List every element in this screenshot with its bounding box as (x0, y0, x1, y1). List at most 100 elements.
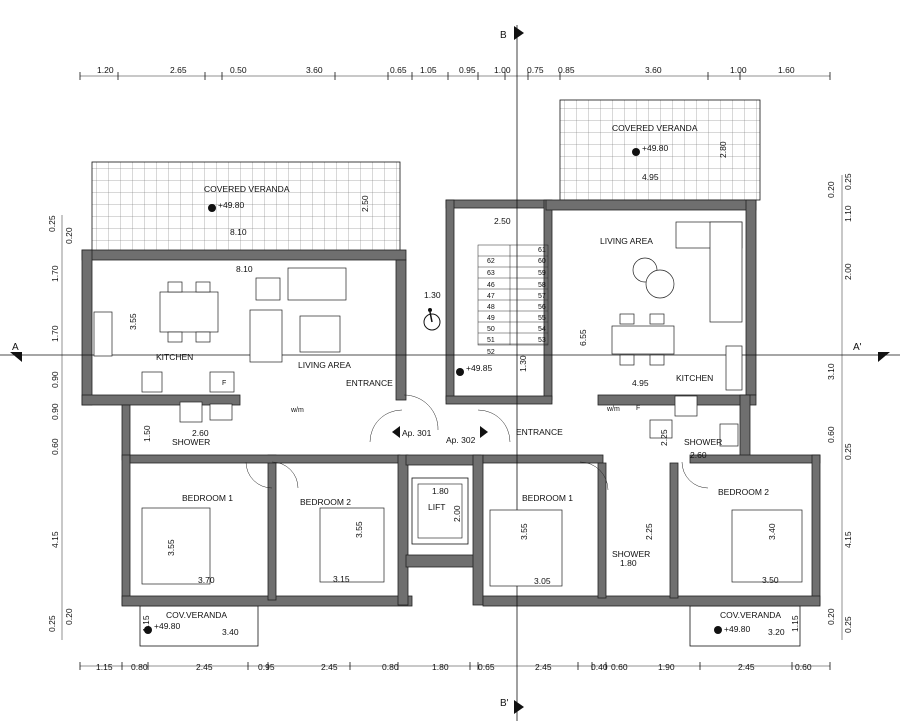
left-dim-3: 1.70 (50, 265, 60, 282)
stair-num: 51 (487, 337, 495, 344)
bottom-dim-9: 2.45 (535, 662, 552, 672)
right-dim-7: 0.25 (843, 443, 853, 460)
label-living-right: LIVING AREA (600, 236, 653, 246)
stair-numbers: 62 63 46 47 48 49 50 51 52 61 60 59 58 5… (487, 247, 546, 356)
stair-num: 57 (538, 293, 546, 300)
level-markers (144, 148, 722, 634)
top-dim-3: 0.50 (230, 65, 247, 75)
right-dimension-labels: 0.20 0.25 1.10 2.00 3.10 0.60 0.25 4.15 … (826, 173, 853, 633)
left-dim-4: 1.70 (50, 325, 60, 342)
lift-cab (417, 483, 463, 539)
label-covered-veranda-left: COVERED VERANDA (204, 184, 290, 194)
label-cov-veranda-left: COV.VERANDA (166, 610, 227, 620)
top-dimension-ticks (79, 72, 831, 80)
top-dim-11: 3.60 (645, 65, 662, 75)
dim-cov-left: 3.40 (222, 627, 239, 637)
label-shower-left: SHOWER (172, 437, 210, 447)
label-apartment-302: Ap. 302 (446, 435, 476, 445)
bottom-dim-10: 0.40 (591, 662, 608, 672)
label-shower-right: SHOWER (684, 437, 722, 447)
bottom-dim-6: 0.80 (382, 662, 399, 672)
dim-bed2-left: 3.15 (333, 574, 350, 584)
dim-right-interior-4: 1.15 (790, 615, 800, 632)
bottom-dim-4: 0.95 (258, 662, 275, 672)
bottom-dim-13: 2.45 (738, 662, 755, 672)
label-wm-left: w/m (290, 407, 304, 414)
dim-left-bed2: 3.55 (354, 521, 364, 538)
covered-veranda-left-area (91, 161, 401, 253)
level-cov-right: +49.80 (724, 624, 751, 634)
bottom-dim-1: 1.15 (96, 662, 113, 672)
label-wm-right: w/m (606, 406, 620, 413)
dim-shower-right-w: 1.80 (620, 558, 637, 568)
staircase (477, 244, 549, 346)
furniture-right (489, 221, 803, 587)
bottom-dim-8: 0.65 (478, 662, 495, 672)
label-apartment-301: Ap. 301 (402, 428, 432, 438)
dim-stair-depth: 1.30 (424, 290, 441, 300)
top-dim-10: 0.85 (558, 65, 575, 75)
top-dim-7: 0.95 (459, 65, 476, 75)
dim-lift-d: 2.00 (452, 505, 462, 522)
label-kitchen-left: KITCHEN (156, 352, 193, 362)
dim-left-interior-1: 3.55 (128, 313, 138, 330)
section-line-a (0, 352, 900, 362)
dim-right-interior-1: 6.55 (578, 329, 588, 346)
wheelchair-icon (423, 308, 441, 331)
dim-right-interior-2: 3.40 (767, 523, 777, 540)
bottom-dim-2: 0.80 (131, 662, 148, 672)
left-dim-7: 0.60 (50, 438, 60, 455)
furniture-left (93, 267, 385, 585)
stair-num: 63 (487, 270, 495, 277)
label-entrance-left: ENTRANCE (346, 378, 393, 388)
right-dim-8: 4.15 (843, 531, 853, 548)
walls (81, 199, 821, 607)
dim-stair-width: 2.50 (494, 216, 511, 226)
right-dim-5: 3.10 (826, 363, 836, 380)
dim-veranda-left-depth: 2.50 (360, 195, 370, 212)
top-dim-5: 0.65 (390, 65, 407, 75)
dim-shower-left: 2.60 (192, 428, 209, 438)
stair-num: 58 (538, 282, 546, 289)
label-shower-right-lower: SHOWER (612, 549, 650, 559)
bottom-dim-11: 0.60 (611, 662, 628, 672)
top-dim-13: 1.60 (778, 65, 795, 75)
dim-stair-landing: 1.30 (518, 355, 528, 372)
top-dim-8: 1.00 (494, 65, 511, 75)
dim-veranda-right-depth: 2.80 (718, 141, 728, 158)
stair-num: 50 (487, 326, 495, 333)
right-dim-2: 0.25 (843, 173, 853, 190)
top-dim-4: 3.60 (306, 65, 323, 75)
dim-bed1-right: 3.05 (534, 576, 551, 586)
left-dim-2: 0.20 (64, 227, 74, 244)
cov-veranda-right-area (689, 605, 801, 647)
stair-num: 56 (538, 304, 546, 311)
top-dim-1: 1.20 (97, 65, 114, 75)
label-bedroom2-right: BEDROOM 2 (718, 487, 769, 497)
covered-veranda-right-area (559, 99, 761, 201)
left-dim-8: 4.15 (50, 531, 60, 548)
level-veranda-right: +49.80 (642, 143, 669, 153)
section-marker-b-bottom: B' (500, 698, 509, 709)
right-dim-9: 0.20 (826, 608, 836, 625)
bottom-dim-7: 1.80 (432, 662, 449, 672)
label-living-left: LIVING AREA (298, 360, 351, 370)
dim-bed1-left: 3.70 (198, 575, 215, 585)
section-marker-a-left: A (12, 342, 19, 353)
label-cov-veranda-right: COV.VERANDA (720, 610, 781, 620)
stair-num: 61 (538, 247, 546, 254)
stair-num: 47 (487, 293, 495, 300)
bottom-dim-3: 2.45 (196, 662, 213, 672)
dim-right-bed1: 3.55 (519, 523, 529, 540)
dim-right-shower-left: 2.25 (659, 429, 669, 446)
dim-lift-w: 1.80 (432, 486, 449, 496)
stair-num: 49 (487, 315, 495, 322)
left-dim-5: 0.90 (50, 371, 60, 388)
bottom-dimension-labels: 1.15 0.80 2.45 0.95 2.45 0.80 1.80 0.65 … (96, 662, 812, 672)
dim-kitchen-left-width: 8.10 (236, 264, 253, 274)
label-bedroom1-right: BEDROOM 1 (522, 493, 573, 503)
dim-bed2-right: 3.50 (762, 575, 779, 585)
level-veranda-left: +49.80 (218, 200, 245, 210)
dim-veranda-right-width: 4.95 (642, 172, 659, 182)
